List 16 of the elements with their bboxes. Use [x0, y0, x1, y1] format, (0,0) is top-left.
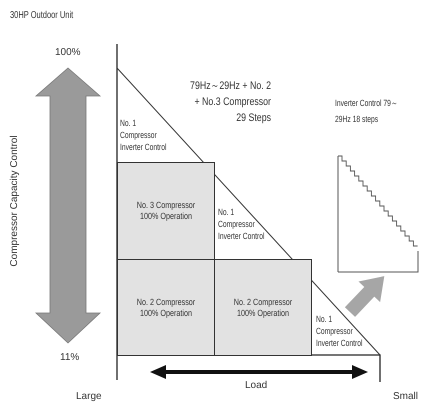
arrow [344, 276, 384, 317]
operation-box: No. 2 Compressor 100% Operation [214, 259, 312, 356]
axis-label: Small [393, 391, 420, 403]
axis-label: Large [76, 391, 103, 403]
title: 30HP Outdoor Unit [10, 10, 74, 22]
control-note: No. 1 Compressor Inverter Control [218, 206, 266, 242]
step-note: 79Hz～29Hz + No. 2 + No.3 Compressor 29 Steps [189, 79, 271, 126]
operation-box: No. 2 Compressor 100% Operation [117, 259, 215, 356]
axis-label: Compressor Capacity Control [9, 134, 21, 269]
operation-box: No. 3 Compressor 100% Operation [117, 162, 215, 260]
percent-label: 11% [60, 352, 80, 364]
control-note: No. 1 Compressor Inverter Control [120, 117, 168, 153]
percent-label: 100% [55, 47, 82, 59]
inset-heading: Inverter Control 79～29Hz 18 steps [335, 97, 399, 126]
control-note: No. 1 Compressor Inverter Control [316, 313, 366, 349]
axis-label: Load [245, 380, 268, 392]
